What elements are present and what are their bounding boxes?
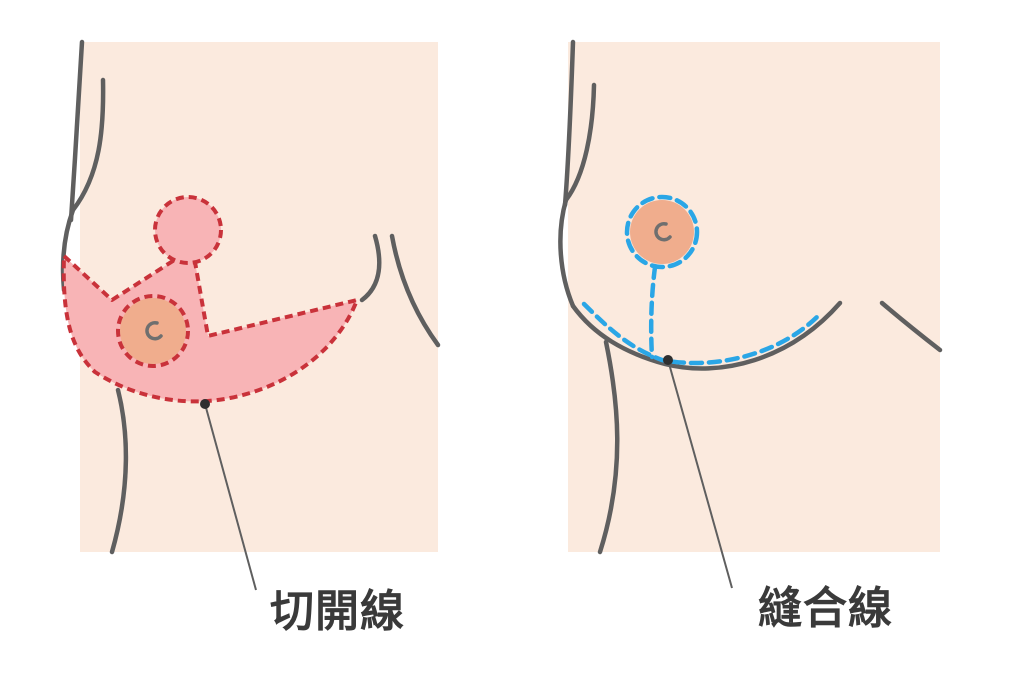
incision-leader-line (204, 403, 257, 591)
torso-outline-right (558, 39, 943, 555)
underside-contour-left (109, 387, 129, 555)
back-contour-right (562, 39, 576, 208)
incision-leader-dot (200, 399, 210, 409)
areola-target-circle (153, 195, 223, 265)
back-contour-left (68, 39, 85, 223)
areola-left (120, 298, 186, 364)
relocated-areola (624, 194, 700, 270)
areola-suture-circle (624, 194, 700, 270)
incision-panel (60, 39, 441, 591)
original-areola (116, 294, 190, 368)
suture-line-label: 縫合線 (758, 583, 893, 634)
arm-contour-left (359, 233, 382, 303)
inframammary-suture (581, 301, 823, 366)
incision-line-label: 切開線 (270, 586, 405, 637)
side-contour-left (389, 233, 441, 348)
chest-contour-right (558, 82, 597, 309)
vertical-suture (648, 264, 658, 360)
suture-leader-line (667, 359, 733, 589)
skin-background-right (568, 42, 940, 552)
areola-right (630, 200, 694, 264)
breast-contour-right (570, 300, 843, 371)
areola-incision-circle (116, 294, 190, 368)
nipple-right (654, 222, 672, 242)
nipple-left (145, 321, 163, 341)
suture-leader-dot (663, 355, 673, 365)
side-contour-right (879, 300, 943, 353)
suture-panel (558, 39, 943, 589)
underside-contour-right (597, 339, 620, 555)
